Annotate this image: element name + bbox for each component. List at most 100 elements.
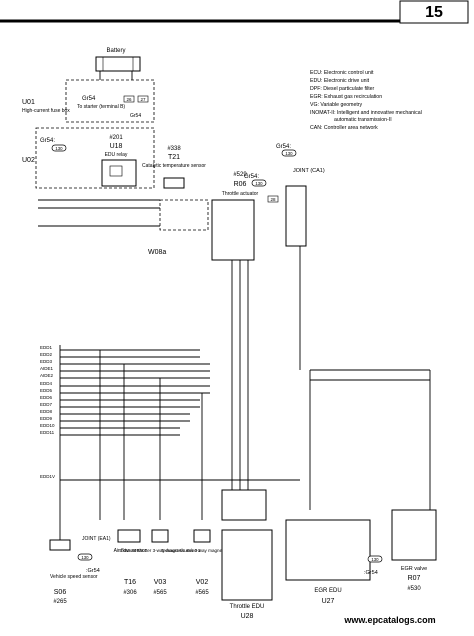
signal-label: EDD3 [40, 359, 53, 364]
s06-number: #265 [53, 599, 67, 605]
signal-labels: EDD1 EDD2 EDD3 AIDE1 AIDE2 EDD4 EDD5 EDD… [40, 345, 55, 479]
u18-number: #201 [109, 135, 123, 141]
t21-number: #338 [167, 146, 181, 152]
gr54-label: Gr54: [244, 174, 259, 180]
legend-line: automatic transmission-II [334, 117, 392, 123]
legend-line: DPF: Diesel particulate filter [310, 86, 375, 92]
catalytic-temperature-sensor: #338 T21 Catalytic temperature sensor [142, 146, 206, 189]
throttle-actuator: #529 R06 Throttle actuator [211, 172, 259, 261]
signal-label: EDD4 [40, 381, 53, 386]
joint-ea1-label: JOINT (EA1) [82, 536, 111, 542]
legend-line: ECU: Electronic control unit [310, 70, 374, 76]
v03-number: #565 [153, 590, 167, 596]
gr54-label: Gr54 [130, 113, 141, 119]
u18-id: U18 [110, 143, 123, 150]
u28-body [221, 529, 273, 601]
legend-line: VG: Variable geometry [310, 102, 362, 108]
connector-tag: 130 [285, 151, 293, 156]
s06-name: Vehicle speed sensor [50, 574, 98, 580]
egr-edu: EGR EDU U27 [285, 519, 371, 605]
vehicle-speed-sensor: Vehicle speed sensor S06 #265 [49, 539, 98, 605]
to-starter-label: To starter (terminal B) [77, 104, 125, 110]
w08a-outline [159, 199, 209, 231]
u28-id: U28 [241, 613, 254, 620]
battery-body [95, 56, 141, 72]
signal-label: AIDE2 [40, 373, 54, 378]
r06-name: Throttle actuator [222, 191, 259, 197]
t16-id: T16 [124, 579, 136, 586]
signal-label: EDD10 [40, 423, 55, 428]
u27-id: U27 [322, 598, 335, 605]
gr54-right-block: 130 :Gr54 [364, 555, 383, 576]
t16-name: Air flow sensor [114, 548, 147, 554]
v03-name: Exhaust shutter 3-way magnetic valve 2 [119, 548, 201, 553]
gr54-label: :Gr54 [86, 568, 100, 574]
egr-valve: EGR valve R07 #530 [391, 509, 437, 592]
gr54-label: Gr54: [276, 144, 291, 150]
signal-label: EDD6 [40, 395, 53, 400]
legend-line: CAN: Controller area network [310, 125, 378, 131]
r06-id: R06 [234, 181, 247, 188]
joint-ca1-block: Gr54: 130 Gr54: 130 JOINT (CA1) 28 [244, 144, 325, 247]
r07-name: EGR valve [401, 566, 427, 572]
page-number: 15 [425, 4, 443, 21]
v02-id: V02 [196, 579, 209, 586]
throttle-edu: Throttle EDU U28 [221, 489, 273, 620]
pin-number: 28 [270, 197, 276, 202]
watermark: www.epcatalogs.com [343, 615, 435, 625]
legend-line: INOMAT-II: Intelligent and innovative me… [310, 110, 422, 116]
battery: Battery [95, 48, 141, 80]
r07-number: #530 [407, 586, 421, 592]
exhaust-shutter-valve-1: Exhaust shutter 3-way magnetic valve 1 V… [161, 529, 243, 596]
page-number-box [399, 0, 469, 24]
signal-label: EDD9 [40, 416, 53, 421]
u02-id: U02 [22, 157, 35, 164]
u28-name: Throttle EDU [230, 604, 265, 610]
connector-tag: 130 [371, 557, 379, 562]
u27-body [285, 519, 371, 581]
pin-number: 27 [140, 97, 146, 102]
legend-line: EDU: Electronic drive unit [310, 78, 370, 84]
exhaust-shutter-valve-2: Exhaust shutter 3-way magnetic valve 2 V… [119, 529, 201, 596]
v02-number: #565 [195, 590, 209, 596]
battery-label: Battery [106, 48, 125, 54]
joint-ca1-label: JOINT (CA1) [293, 168, 325, 174]
signal-label: AIDE1 [40, 366, 54, 371]
signal-label: EDD5 [40, 388, 53, 393]
u01-id: U01 [22, 99, 35, 106]
u27-name: EGR EDU [314, 588, 341, 594]
connector-tag: 130 [255, 181, 263, 186]
legend-line: EGR: Exhaust gas recirculation [310, 94, 382, 100]
pin-number: 26 [126, 97, 132, 102]
r06-connector [211, 199, 255, 261]
r07-id: R07 [408, 575, 421, 582]
gr54-label: Gr54 [82, 96, 96, 102]
t16-number: #306 [123, 590, 137, 596]
w08a-label: W08a [148, 249, 166, 256]
connector-tag: 130 [81, 555, 89, 560]
harness-wires [38, 199, 431, 540]
abbreviation-legend: ECU: Electronic control unit EDU: Electr… [310, 70, 422, 131]
r06-number: #529 [233, 172, 247, 178]
edu-relay-block: Gr54: 130 U02 #201 U18 EDU relay [22, 127, 155, 189]
signal-label: EDD7 [40, 402, 53, 407]
joint-ea1-block: JOINT (EA1) 130 :Gr54 [77, 536, 111, 574]
signal-label: EDD8 [40, 409, 53, 414]
gr54-label: :Gr54 [364, 570, 378, 576]
air-flow-sensor: Air flow sensor T16 #306 [114, 529, 147, 596]
signal-label: EDD2 [40, 352, 53, 357]
s06-id: S06 [54, 589, 67, 596]
signal-label: EDD1 [40, 345, 53, 350]
connector-tag: 130 [55, 146, 63, 151]
v03-id: V03 [154, 579, 167, 586]
v02-name: Exhaust shutter 3-way magnetic valve 1 [161, 548, 243, 553]
signal-label: EDD11 [40, 430, 55, 435]
u18-relay [101, 159, 137, 187]
t21-id: T21 [168, 154, 180, 161]
signal-label: EDD1V [40, 474, 55, 479]
u18-name: EDU relay [105, 152, 128, 158]
gr54-label: Gr54: [40, 138, 55, 144]
u01-name: High-current fuse box [22, 108, 70, 114]
u02-outline [35, 127, 155, 189]
